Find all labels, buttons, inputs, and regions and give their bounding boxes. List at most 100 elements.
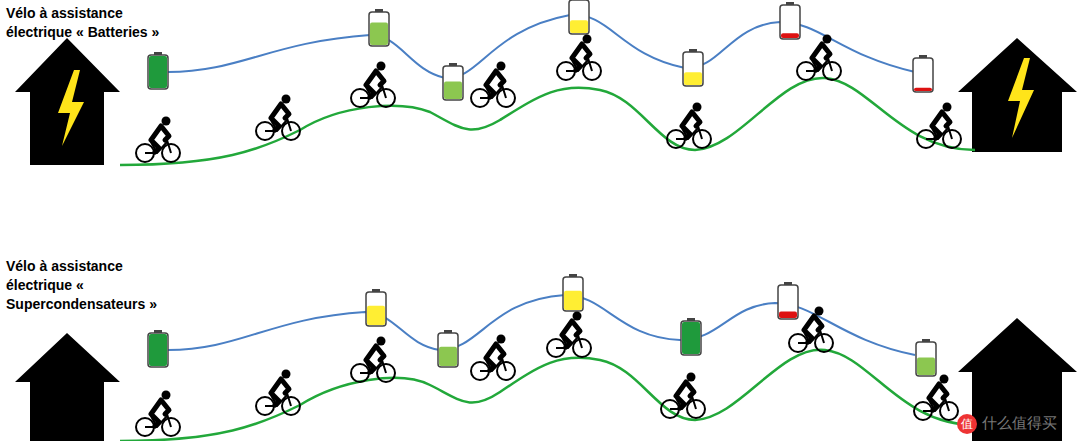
battery-level [149,334,167,366]
terrain-line [120,78,975,165]
rider-head [823,35,832,44]
battery-body [563,277,583,311]
battery-icon [443,63,463,100]
battery-icon [369,9,389,46]
battery-body [369,12,389,46]
energy-line [168,295,915,355]
rider-body [929,384,947,410]
rider-head [377,337,386,346]
battery-body [780,5,800,39]
rider-body [151,126,169,152]
rider-body [804,316,822,342]
rider-head [497,335,506,344]
rider-head [282,95,291,104]
battery-body [366,292,386,326]
rider-head [940,375,949,384]
rider-body [366,346,384,372]
battery-icon [366,289,386,326]
battery-body [443,66,463,100]
battery-body [148,55,168,89]
rider-body [562,321,580,347]
battery-icon [563,274,583,311]
battery-icon [569,0,589,34]
house [15,38,120,165]
battery-icon [778,282,798,319]
battery-level [149,56,167,88]
cyclist-icon [351,62,395,108]
rider-body [812,44,830,70]
rider-body [682,112,700,138]
battery-icon [780,2,800,39]
rider-head [162,391,171,400]
rider-head [573,312,582,321]
rider-head [693,103,702,112]
battery-icon [148,330,168,367]
cyclist-icon [789,307,833,353]
cyclist-icon [557,35,601,81]
battery-level [564,291,582,310]
battery-level [917,357,935,375]
rider-head [282,370,291,379]
battery-level [779,312,797,318]
battery-icon [916,339,936,376]
battery-body [683,52,703,86]
cyclist-icon [667,103,711,149]
battery-icon [683,49,703,86]
battery-icon [438,330,458,367]
battery-level [367,306,385,325]
rider-body [151,400,169,426]
house [958,38,1077,152]
battery-level [684,72,702,85]
cyclist-icon [256,95,300,141]
rider-body [486,344,504,370]
rider-body [271,104,289,130]
cyclist-icon [136,391,180,437]
rider-body [572,44,590,70]
energy-line [168,15,915,78]
cyclist-icon [256,370,300,416]
lightning-bolt [1008,58,1034,138]
cyclist-icon [547,312,591,358]
panel-title: Vélo à assistance électrique « Batteries… [6,4,191,42]
battery-body [916,342,936,376]
watermark: 什么值得买 [982,414,1057,433]
lightning-bolt [58,70,84,146]
cyclist-icon [914,375,958,421]
watermark-icon: 值 [957,414,977,434]
battery-icon [681,318,701,355]
house [958,318,1077,441]
battery-level [439,347,457,366]
house [15,333,120,441]
rider-head [377,62,386,71]
rider-body [486,71,504,97]
battery-level [914,88,932,91]
cyclist-icon [661,373,705,419]
rider-head [162,117,171,126]
rider-body [366,71,384,97]
battery-icon [913,55,933,92]
cyclist-icon [471,62,515,108]
battery-body [681,321,701,355]
battery-level [781,33,799,38]
cyclist-icon [471,335,515,381]
rider-head [497,62,506,71]
rider-head [687,373,696,382]
battery-body [913,58,933,92]
rider-head [583,35,592,44]
panel-title: Vélo à assistance électrique « Supercond… [6,257,191,314]
battery-body [778,285,798,319]
rider-head [943,103,952,112]
battery-icon [148,52,168,89]
terrain-line [120,350,975,441]
cyclist-icon [917,103,961,149]
battery-body [569,0,589,34]
battery-level [370,23,388,45]
battery-level [570,20,588,33]
battery-body [148,333,168,367]
battery-level [682,322,700,354]
cyclist-icon [351,337,395,383]
cyclist-icon [797,35,841,81]
battery-body [438,333,458,367]
battery-level [444,81,462,99]
